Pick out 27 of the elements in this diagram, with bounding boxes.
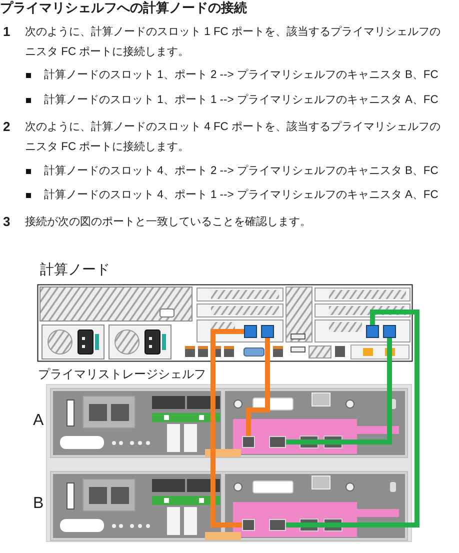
fc-port [261, 325, 274, 338]
heading: プライマリシェルフへの計算ノードの接続 [0, 0, 247, 16]
fc-port [269, 519, 286, 531]
fc-port [383, 325, 396, 338]
instruction-text: 次のように、計算ノードのスロット 4 FC ポートを、該当するプライマリシェルフのニスタ FC ポートに接続します。 [25, 120, 442, 155]
canister-label: A [33, 411, 44, 431]
list-item-text: 計算ノードのスロット 4、ポート 1 --> プライマリシェルフのキャニスタ A、FC [44, 188, 438, 203]
fc-port [269, 436, 286, 448]
cable [286, 338, 392, 444]
cable [286, 310, 420, 528]
device-label: プライマリストレージシェルフ [38, 366, 206, 382]
device-label: 計算ノード [40, 260, 110, 278]
step-number: 2 [3, 118, 10, 136]
cable [246, 338, 270, 436]
list-item-text: 計算ノードのスロット 1、ポート 2 --> プライマリシェルフのキャニスタ B、FC [44, 68, 438, 83]
fc-port [242, 519, 255, 531]
canister-label: B [33, 494, 44, 514]
fc-port [242, 436, 255, 448]
fc-port [244, 325, 257, 338]
list-item-text: 計算ノードのスロット 4、ポート 2 --> プライマリシェルフのキャニスタ B、FC [44, 164, 438, 179]
step-number: 3 [3, 213, 10, 231]
fc-port [366, 325, 379, 338]
instruction-text: 次のように、計算ノードのスロット 1 FC ポートを、該当するプライマリシェルフのニスタ FC ポートに接続します。 [25, 24, 442, 60]
instruction-text: 接続が次の図のポートと一致していることを確認します。 [25, 214, 312, 230]
step-number: 1 [3, 23, 10, 41]
cable [210, 329, 244, 528]
list-item-text: 計算ノードのスロット 1、ポート 1 --> プライマリシェルフのキャニスタ A、FC [44, 92, 438, 108]
